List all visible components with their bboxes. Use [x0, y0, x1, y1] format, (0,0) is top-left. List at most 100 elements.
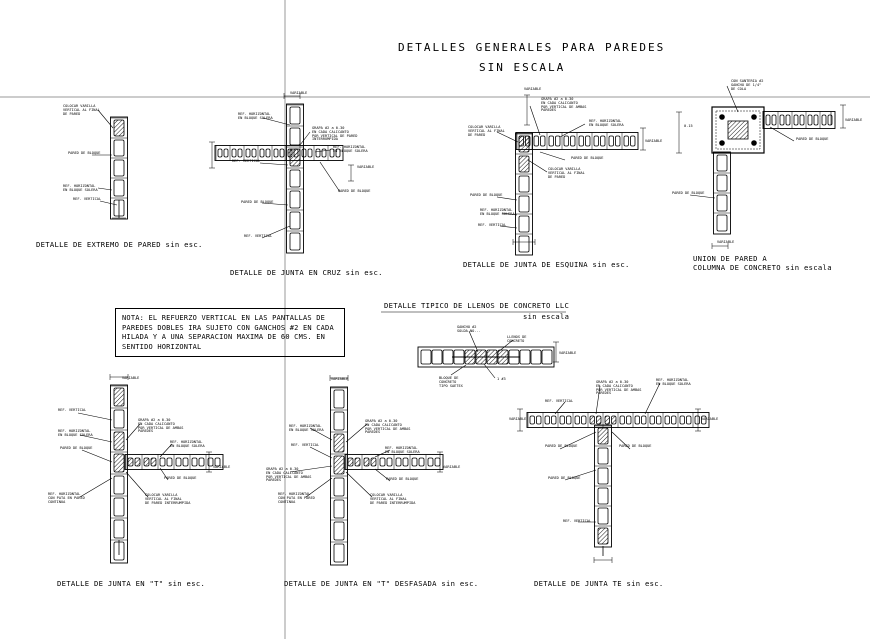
block-cell	[214, 457, 221, 467]
rebar-dot	[719, 114, 725, 120]
note-box: NOTA: EL REFUERZO VERTICAL EN LAS PANTAL…	[115, 308, 345, 357]
block-cell	[363, 457, 370, 467]
block-cell	[113, 119, 125, 137]
leader-line	[305, 477, 333, 498]
block-cell	[518, 135, 524, 147]
block-cell	[716, 154, 728, 172]
wall-outline-horizontal	[214, 145, 344, 161]
block-cell	[335, 148, 341, 158]
label-pared-bloque: PARED DE BLOQUE	[548, 476, 581, 480]
block-cell	[548, 135, 554, 147]
label-ref-vertical: REF. VERTICAL	[291, 443, 320, 447]
block-cell	[519, 349, 531, 365]
leader-line	[79, 477, 113, 498]
block-cell	[570, 135, 576, 147]
leader-line	[125, 423, 141, 441]
block-cell	[347, 457, 354, 467]
block-cell	[615, 135, 621, 147]
leader-line	[374, 449, 391, 458]
block-cell	[716, 174, 728, 192]
block-cell	[630, 135, 636, 147]
block-cell	[166, 457, 173, 467]
block-cell	[694, 415, 700, 425]
block-cell	[159, 457, 166, 467]
label-ref-horizontal: REF. HORIZONTAL EN BLOQUE SOLERA	[170, 440, 205, 448]
block-cell	[307, 148, 313, 158]
leader-line	[309, 427, 333, 441]
label-dim: 0.15	[684, 124, 693, 128]
leader-line	[99, 200, 118, 206]
block-cell	[555, 135, 561, 147]
label-variable: VARIABLE	[524, 87, 542, 91]
block-cell	[395, 457, 402, 467]
block-cell	[536, 415, 542, 425]
leader-line	[314, 149, 331, 153]
block-cell	[113, 453, 125, 473]
label-ref-vertical: REF. VERTICAL	[545, 399, 574, 403]
block-cell	[442, 349, 454, 365]
column-outline	[711, 106, 765, 154]
block-cell	[113, 159, 125, 177]
block-cell	[597, 427, 609, 445]
block-cell	[623, 135, 629, 147]
leader-line	[499, 225, 518, 229]
label-variable: VARIABLE	[331, 377, 349, 381]
block-cell	[134, 457, 141, 467]
leader-line	[483, 363, 496, 379]
note-line: PAREDES DOBLES IRA SUJETO CON GANCHOS #2…	[122, 323, 334, 332]
leader-line	[559, 431, 597, 450]
caption-columna-1: UNION DE PARED A	[693, 254, 768, 263]
column-stirrup	[715, 110, 761, 150]
leader-line	[77, 412, 113, 421]
leader-line	[299, 131, 311, 146]
caption-llenos: DETALLE TIPICO DE LLENOS DE CONCRETO LLC	[384, 301, 570, 310]
leader-line	[289, 465, 333, 473]
block-cell	[265, 148, 271, 158]
block-cell	[671, 415, 677, 425]
leader-line	[644, 382, 661, 415]
block-cell	[619, 415, 625, 425]
label-ref-horizontal: REF. HORIZONTAL EN BLOQUE SOLERA	[58, 429, 93, 437]
block-cell	[813, 114, 819, 126]
leader-line	[159, 467, 169, 481]
label-pared-bloque: PARED DE BLOQUE	[60, 446, 93, 450]
block-cell	[785, 114, 791, 126]
leader-line	[501, 212, 518, 216]
block-cell	[182, 457, 189, 467]
block-cell	[541, 349, 553, 365]
caption-t-desfasada: DETALLE DE JUNTA EN "T" DESFASADA sin es…	[284, 579, 479, 588]
block-cell	[143, 457, 150, 467]
leader-line	[125, 471, 149, 498]
block-cell	[518, 175, 530, 193]
block-cell	[626, 415, 632, 425]
block-cell	[765, 114, 771, 126]
block-cell	[273, 148, 279, 158]
label-variable: VARIABLE	[443, 465, 461, 469]
block-cell	[113, 475, 125, 495]
leader-line	[262, 117, 291, 126]
leader-line	[259, 162, 289, 166]
block-cell	[533, 135, 539, 147]
block-cell	[289, 211, 301, 230]
label-pared-bloque: PARED DE BLOQUE	[545, 444, 578, 448]
block-cell	[701, 415, 707, 425]
leader-line	[468, 330, 479, 353]
caption-columna-2: COLUMNA DE CONCRETO sin escala	[693, 263, 832, 272]
label-variable: VARIABLE	[845, 118, 863, 122]
block-cell	[279, 148, 285, 158]
block-cell	[593, 135, 599, 147]
note-line: HILADA Y A UNA SEPARACION MAXIMA DE 60 C…	[122, 333, 326, 341]
leader-line	[450, 364, 467, 376]
label-variable: VARIABLE	[559, 351, 577, 355]
wall-outline-vertical	[110, 116, 128, 220]
rebar-dot	[751, 114, 757, 120]
label-pared-bloque: PARED DE BLOQUE	[672, 191, 705, 195]
block-cell	[245, 148, 251, 158]
caption-esquina: DETALLE DE JUNTA DE ESQUINA sin esc.	[463, 260, 630, 269]
block-cell	[251, 148, 257, 158]
caption-llenos-sub: sin escala	[523, 312, 570, 321]
label-ref-vertical: REF. VERTICAL	[232, 159, 261, 163]
block-cell	[656, 415, 662, 425]
leader-line	[496, 131, 519, 143]
block-cell	[411, 457, 418, 467]
